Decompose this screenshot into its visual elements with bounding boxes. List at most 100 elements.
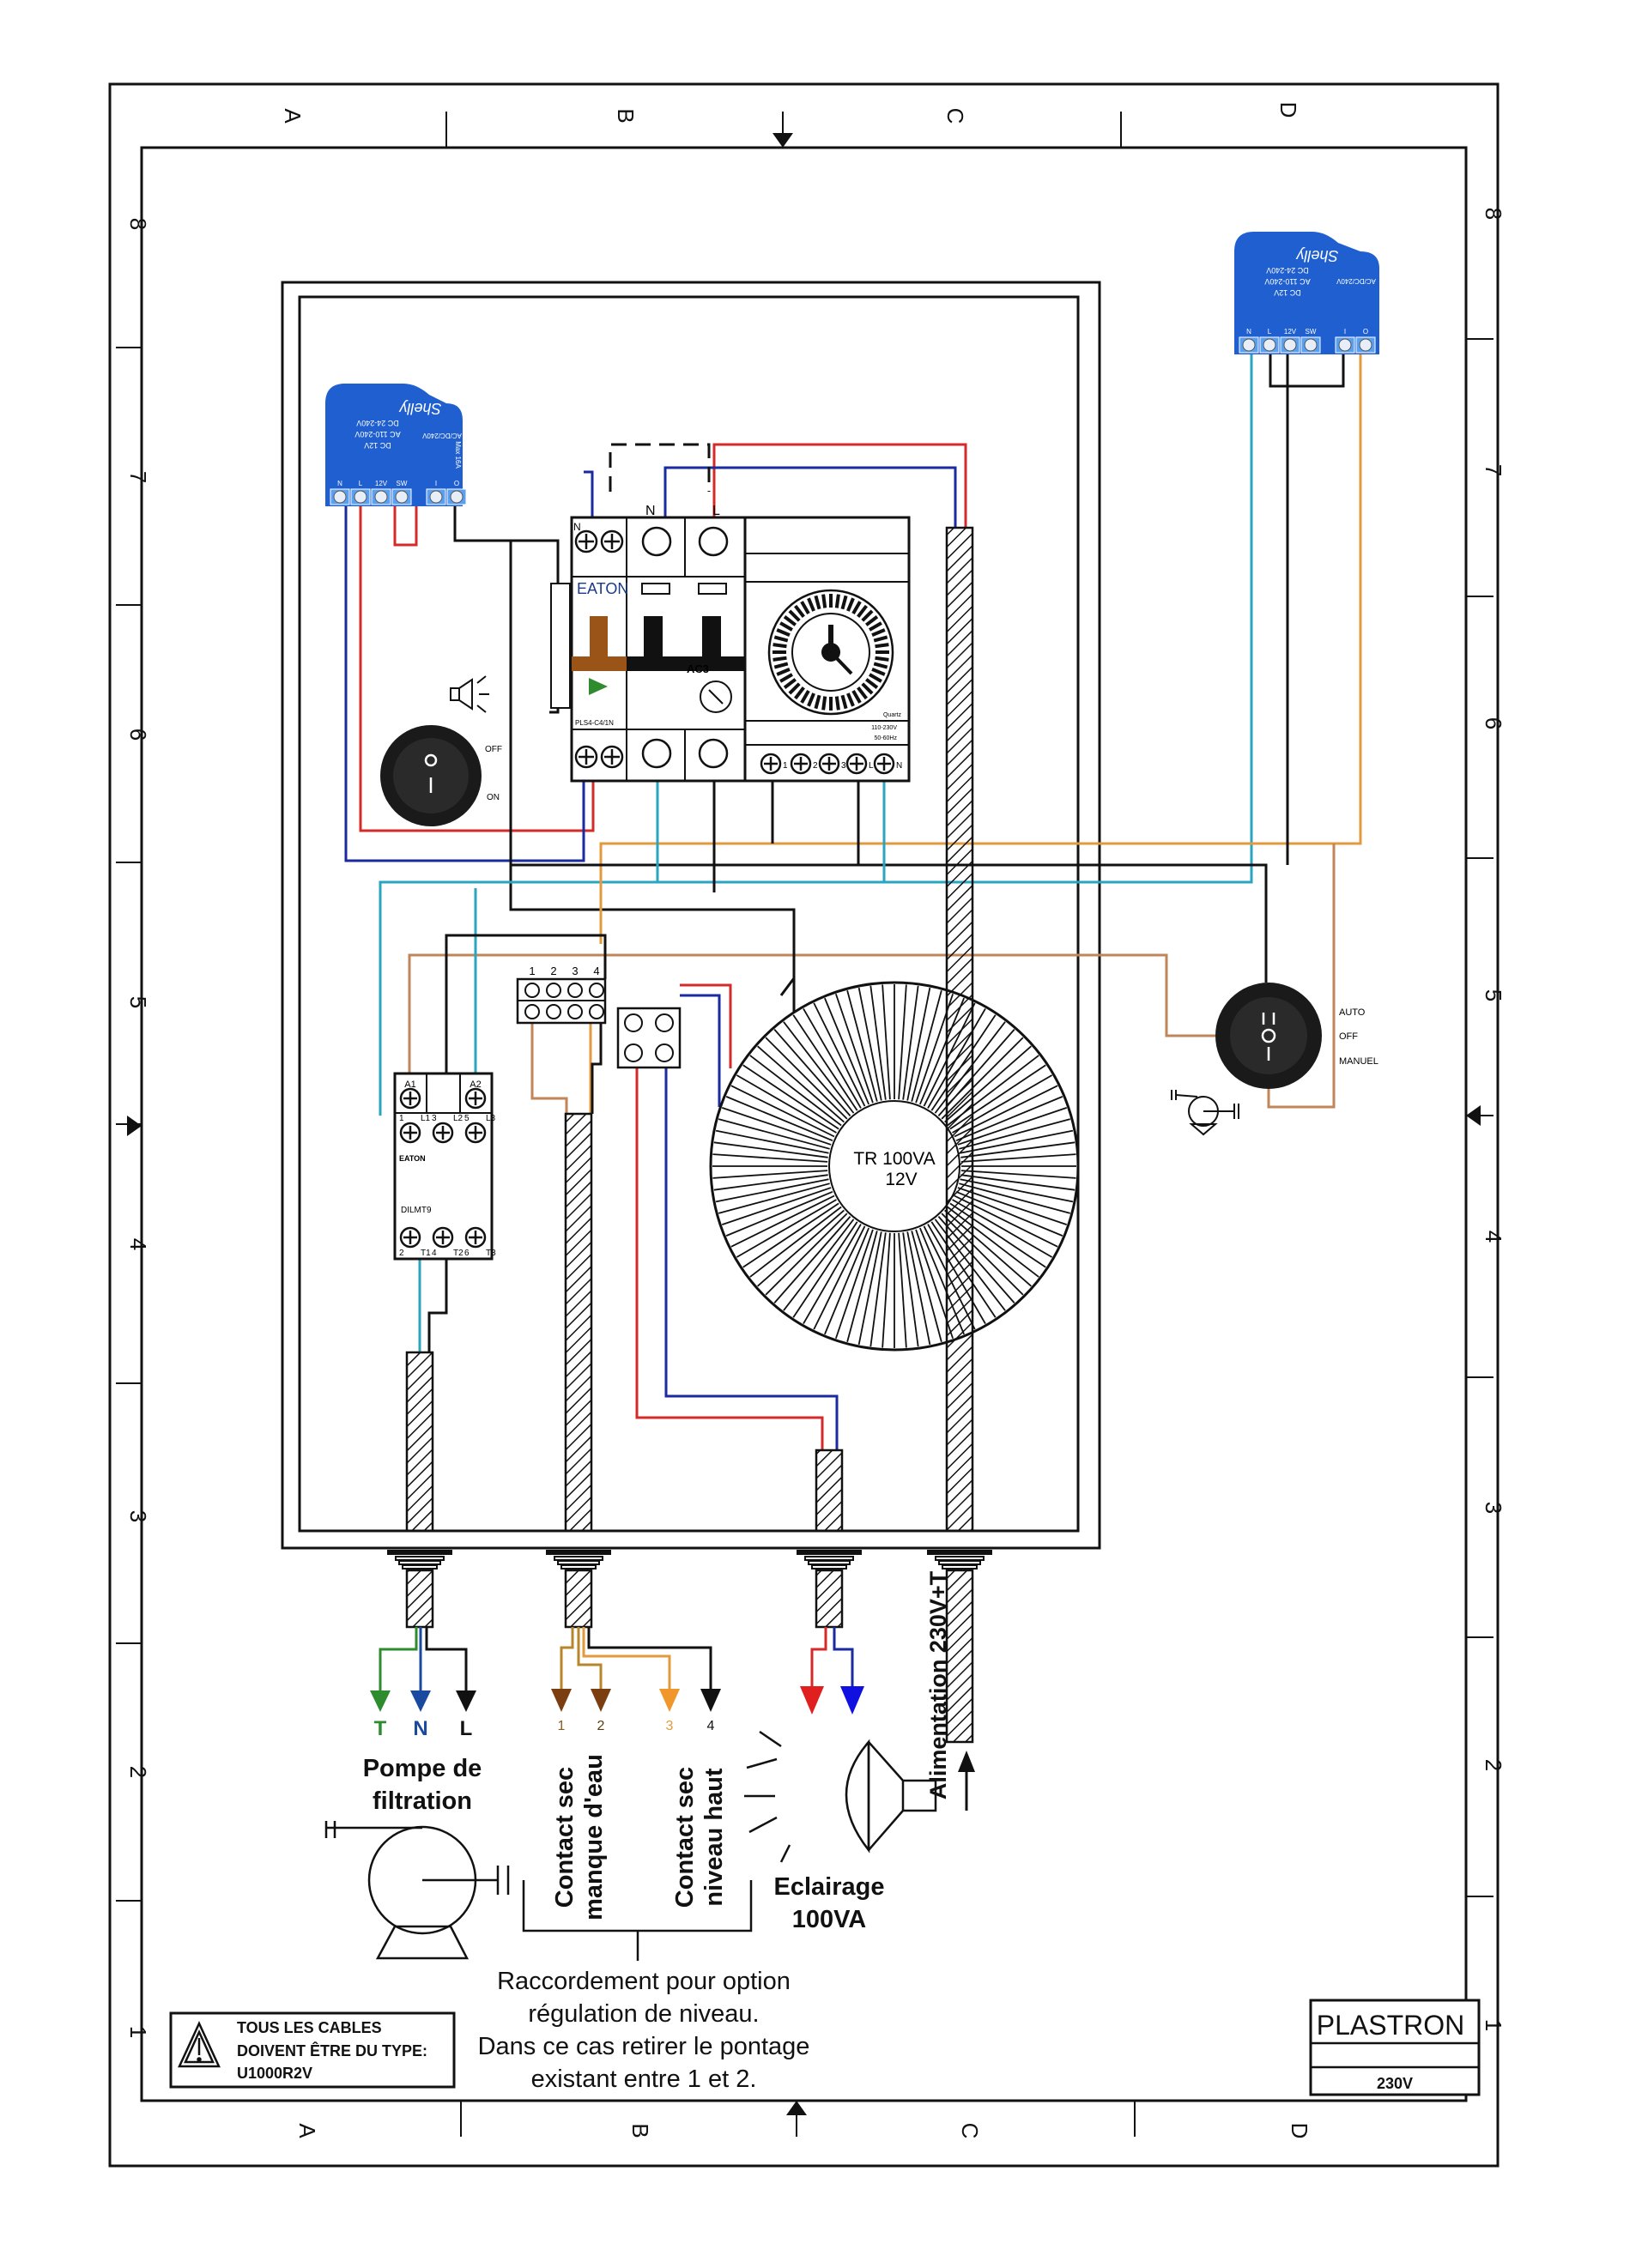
timer-voltage: 110-230V [871,725,897,731]
breaker-indicator-icon [589,678,608,695]
contactor-line-label: L1 [421,1114,431,1123]
shelly-relay-left: Shelly DC 24-240V AC 110-240V DC 12V AC/… [325,384,467,506]
shelly-ac-range: AC 110-240V [354,430,400,438]
pump-label-line2: filtration [373,1787,472,1815]
rocker-switch-left: OFF ON [380,675,502,826]
shelly-terminal-label: 12V [375,480,388,487]
shelly-ac-range: AC 110-240V [1264,277,1310,286]
level-option-note: Raccordement pour option régulation de n… [478,1968,810,2093]
contactor-a2: A2 [470,1080,481,1090]
shelly-dc-range: DC 24-240V [1266,266,1309,275]
timer-quartz: Quartz [883,712,902,718]
wire-label-4: 4 [707,1719,715,1733]
shelly-terminal-label: N [1246,328,1251,336]
pump-label: Pompe de filtration [363,1755,482,1815]
shelly-terminal-label: SW [397,480,408,487]
pump-motor-icon [324,1821,510,1960]
wires [344,354,1362,1450]
cables [405,526,974,1744]
contactor-load-label: 2 [399,1249,404,1258]
col-label: C [957,2123,983,2139]
warning-line: DOIVENT ÊTRE DU TYPE: [237,2041,427,2059]
contactor-a1: A1 [404,1080,415,1090]
wire-label-1: 1 [558,1719,566,1733]
row-label: 8 [1481,208,1506,220]
shelly-max-current: Max 16A [454,441,462,469]
shelly-brand: Shelly [398,400,441,417]
transformer-rating: TR 100VA [853,1149,935,1169]
supply-arrow-icon [958,1751,975,1811]
adjust-dial-icon [700,680,732,713]
supply-label: Alimentation 230V+T [925,1570,951,1799]
terminal-number: 2 [550,965,556,977]
row-label: 1 [1481,2019,1506,2031]
speaker-icon [450,675,489,713]
row-label: 4 [125,1238,151,1250]
contact-low-line2: manque d'eau [580,1754,608,1920]
contact-low-line1: Contact sec [551,1767,579,1908]
cabinet-inner [298,295,1080,1533]
contactor-load-label: T3 [486,1249,496,1258]
timer-freq: 50-60Hz [875,735,898,741]
row-label: 6 [1481,717,1506,729]
contactor-line-label: 5 [464,1114,470,1123]
ac3-label: AC3 [687,662,709,675]
row-label: 2 [1481,1759,1506,1771]
row-label: 8 [125,218,151,230]
contactor-load-label: T1 [421,1249,431,1258]
wire-labels: T N L [374,1717,473,1740]
shelly-dc12: DC 12V [1274,288,1301,297]
wire-label-l: L [460,1717,473,1740]
row-label: 1 [125,2026,151,2038]
warning-line: TOUS LES CABLES [237,2019,382,2036]
row-label: 7 [125,471,151,483]
shelly-terminal-label: I [1344,328,1346,336]
rocker-switch-right: AUTO OFF MANUEL [1171,983,1378,1136]
shelly-terminal-label: 12V [1284,328,1297,336]
breaker-n-label: N [645,504,656,518]
contactor-line-label: 3 [432,1114,437,1123]
switch-auto-label: AUTO [1339,1007,1366,1018]
terminal-number: 1 [529,965,535,977]
title-block: PLASTRON 230V [1309,1999,1481,2096]
outer-frame [108,82,1500,2168]
lamp-icon [744,1730,937,1863]
light-label-line1: Eclairage [774,1873,885,1901]
breaker-brand: EATON [577,580,628,597]
contactor-load-label: T2 [453,1249,464,1258]
contactor-load-label: 6 [464,1249,470,1258]
shelly-output: AC/DC/240V [1336,277,1375,285]
switch-manuel-label: MANUEL [1339,1056,1378,1067]
warning-icon [178,2021,221,2068]
shelly-dc12: DC 12V [364,441,391,450]
timer-terminal-label: 3 [841,761,846,771]
contactor-line-label: L3 [486,1114,496,1123]
shelly-terminal-label: L [1268,328,1272,336]
timer-terminal-label: L [869,761,874,771]
col-label: A [294,2123,320,2138]
contact-high-line1: Contact sec [671,1767,699,1908]
light-label: Eclairage 100VA [774,1873,885,1933]
breaker-model: PLS4-C4/1N [575,719,614,727]
transformer-voltage: 12V [885,1170,917,1189]
wire-label-3: 3 [666,1719,674,1733]
light-label-line2: 100VA [792,1906,867,1933]
note-line: Dans ce cas retirer le pontage [478,2033,810,2060]
shelly-relay-right: Shelly DC 24-240V AC 110-240V DC 12V AC/… [1234,232,1379,354]
cable-glands [387,1550,992,1569]
col-label: A [280,108,306,124]
pump-icon [1171,1090,1239,1136]
switch-on-label: ON [487,793,500,802]
toroidal-transformer: TR 100VA 12V [709,981,1080,1352]
row-label: 3 [1481,1502,1506,1514]
note-line: régulation de niveau. [528,2000,759,2028]
col-label: D [1275,102,1301,118]
contactor-line-label: L2 [453,1114,464,1123]
timer-terminal-label: 2 [813,761,818,771]
output-wires [379,1627,854,1695]
grid-labels: A B C D A B C D [280,102,1312,2139]
timer-terminal-label: 1 [783,761,788,771]
